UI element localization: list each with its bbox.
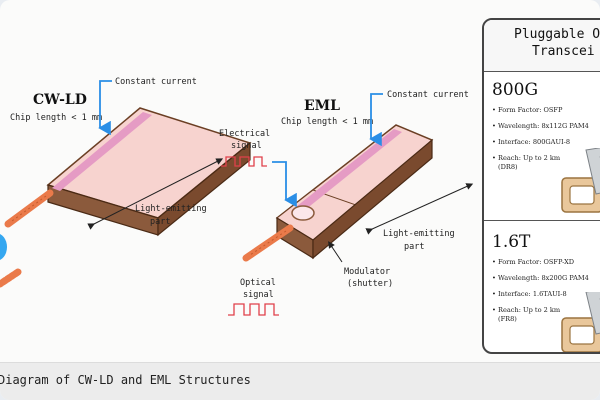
eml-title: EML: [304, 98, 340, 114]
cwld-light-emitting-label: Light-emitting: [135, 204, 207, 214]
eml-modulator-pad: [291, 205, 315, 221]
panel-header: Pluggable O Transcei: [484, 20, 600, 72]
eml-light-emitting-label: Light-emitting: [383, 229, 455, 239]
eml-electrical-label: Electrical: [219, 129, 270, 139]
transceiver-panel: Pluggable O Transcei 800G • Form Factor:…: [482, 18, 600, 354]
eml-optical-label-2: signal: [243, 290, 274, 300]
eml-optical-label: Optical: [240, 278, 276, 288]
caption-bar: Diagram of CW-LD and EML Structures: [0, 362, 600, 400]
eml-light-emitting-arrow: [365, 183, 474, 235]
cwld-current-arrow: [98, 80, 112, 136]
spec-form-factor: • Form Factor: OSFP: [492, 106, 563, 114]
section-800g-title: 800G: [492, 80, 539, 100]
eml-output-beam: [242, 224, 294, 262]
cwld-waveguide: [52, 112, 152, 191]
cwld-chip: [46, 107, 252, 237]
blue-blob-shape: [0, 233, 7, 261]
eml-electrical-label-2: signal: [231, 141, 262, 151]
eml-electrical-arrow: [272, 161, 297, 208]
cwld-light-emitting-arrow: [87, 158, 224, 230]
optical-signal-waveform: [228, 303, 279, 316]
beam-stub-lower: [0, 268, 22, 288]
spec-wavelength: • Wavelength: 8x112G PAM4: [492, 122, 589, 130]
section-1-6t: 1.6T • Form Factor: OSFP-XD • Wavelength…: [484, 224, 600, 331]
section-1-6t-title: 1.6T: [492, 232, 531, 252]
eml-waveguide: [292, 129, 402, 214]
osfp-module-image: [561, 148, 600, 213]
eml-light-emitting-part: part: [404, 242, 424, 252]
eml-current-arrow: [369, 93, 383, 147]
panel-title: Pluggable O: [514, 27, 600, 42]
osfp-xd-module-image: [561, 292, 600, 352]
spec-form-factor: • Form Factor: OSFP-XD: [492, 258, 575, 266]
cwld-light-emitting-part: part: [150, 217, 170, 227]
spec-reach: • Reach: Up to 2 km: [492, 154, 561, 162]
electrical-signal-waveform: [221, 156, 267, 167]
cwld-output-beam: [4, 189, 54, 228]
spec-interface: • Interface: 1.6TAUI-8: [492, 290, 567, 298]
spec-interface: • Interface: 800GAUI-8: [492, 138, 571, 146]
cwld-constant-current-label: Constant current: [115, 77, 197, 87]
spec-wavelength: • Wavelength: 8x200G PAM4: [492, 274, 589, 282]
eml-subtitle: Chip length < 1 mm: [281, 117, 373, 127]
panel-divider: [484, 220, 600, 221]
eml-modulator-label: Modulator: [344, 267, 390, 277]
eml-constant-current-label: Constant current: [387, 90, 469, 100]
spec-reach-code: (FR8): [498, 315, 517, 323]
eml-modulator-label-2: (shutter): [347, 279, 393, 289]
figure-caption: Diagram of CW-LD and EML Structures: [0, 373, 251, 387]
panel-title-line2: Transcei: [532, 44, 595, 59]
cwld-subtitle: Chip length < 1 mm: [10, 113, 102, 123]
section-800g: 800G • Form Factor: OSFP • Wavelength: 8…: [484, 72, 600, 179]
spec-reach: • Reach: Up to 2 km: [492, 306, 561, 314]
cwld-title: CW-LD: [33, 92, 87, 108]
eml-modulator-arrow: [328, 241, 343, 263]
spec-reach-code: (DR8): [498, 163, 518, 171]
